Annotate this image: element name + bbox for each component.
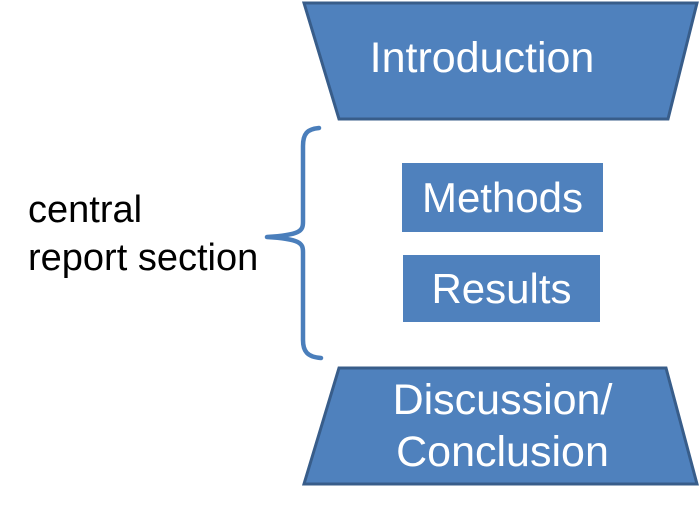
discussion-trapezoid-shape: [301, 366, 699, 486]
results-rect-shape: [403, 255, 600, 322]
methods-rect-shape: [402, 163, 603, 232]
central-report-section-label: central report section: [28, 186, 258, 282]
annotation-line1: central: [28, 189, 143, 231]
curly-brace: [264, 125, 324, 361]
annotation-line2: report section: [28, 237, 259, 279]
introduction-trapezoid-shape: [301, 1, 699, 121]
